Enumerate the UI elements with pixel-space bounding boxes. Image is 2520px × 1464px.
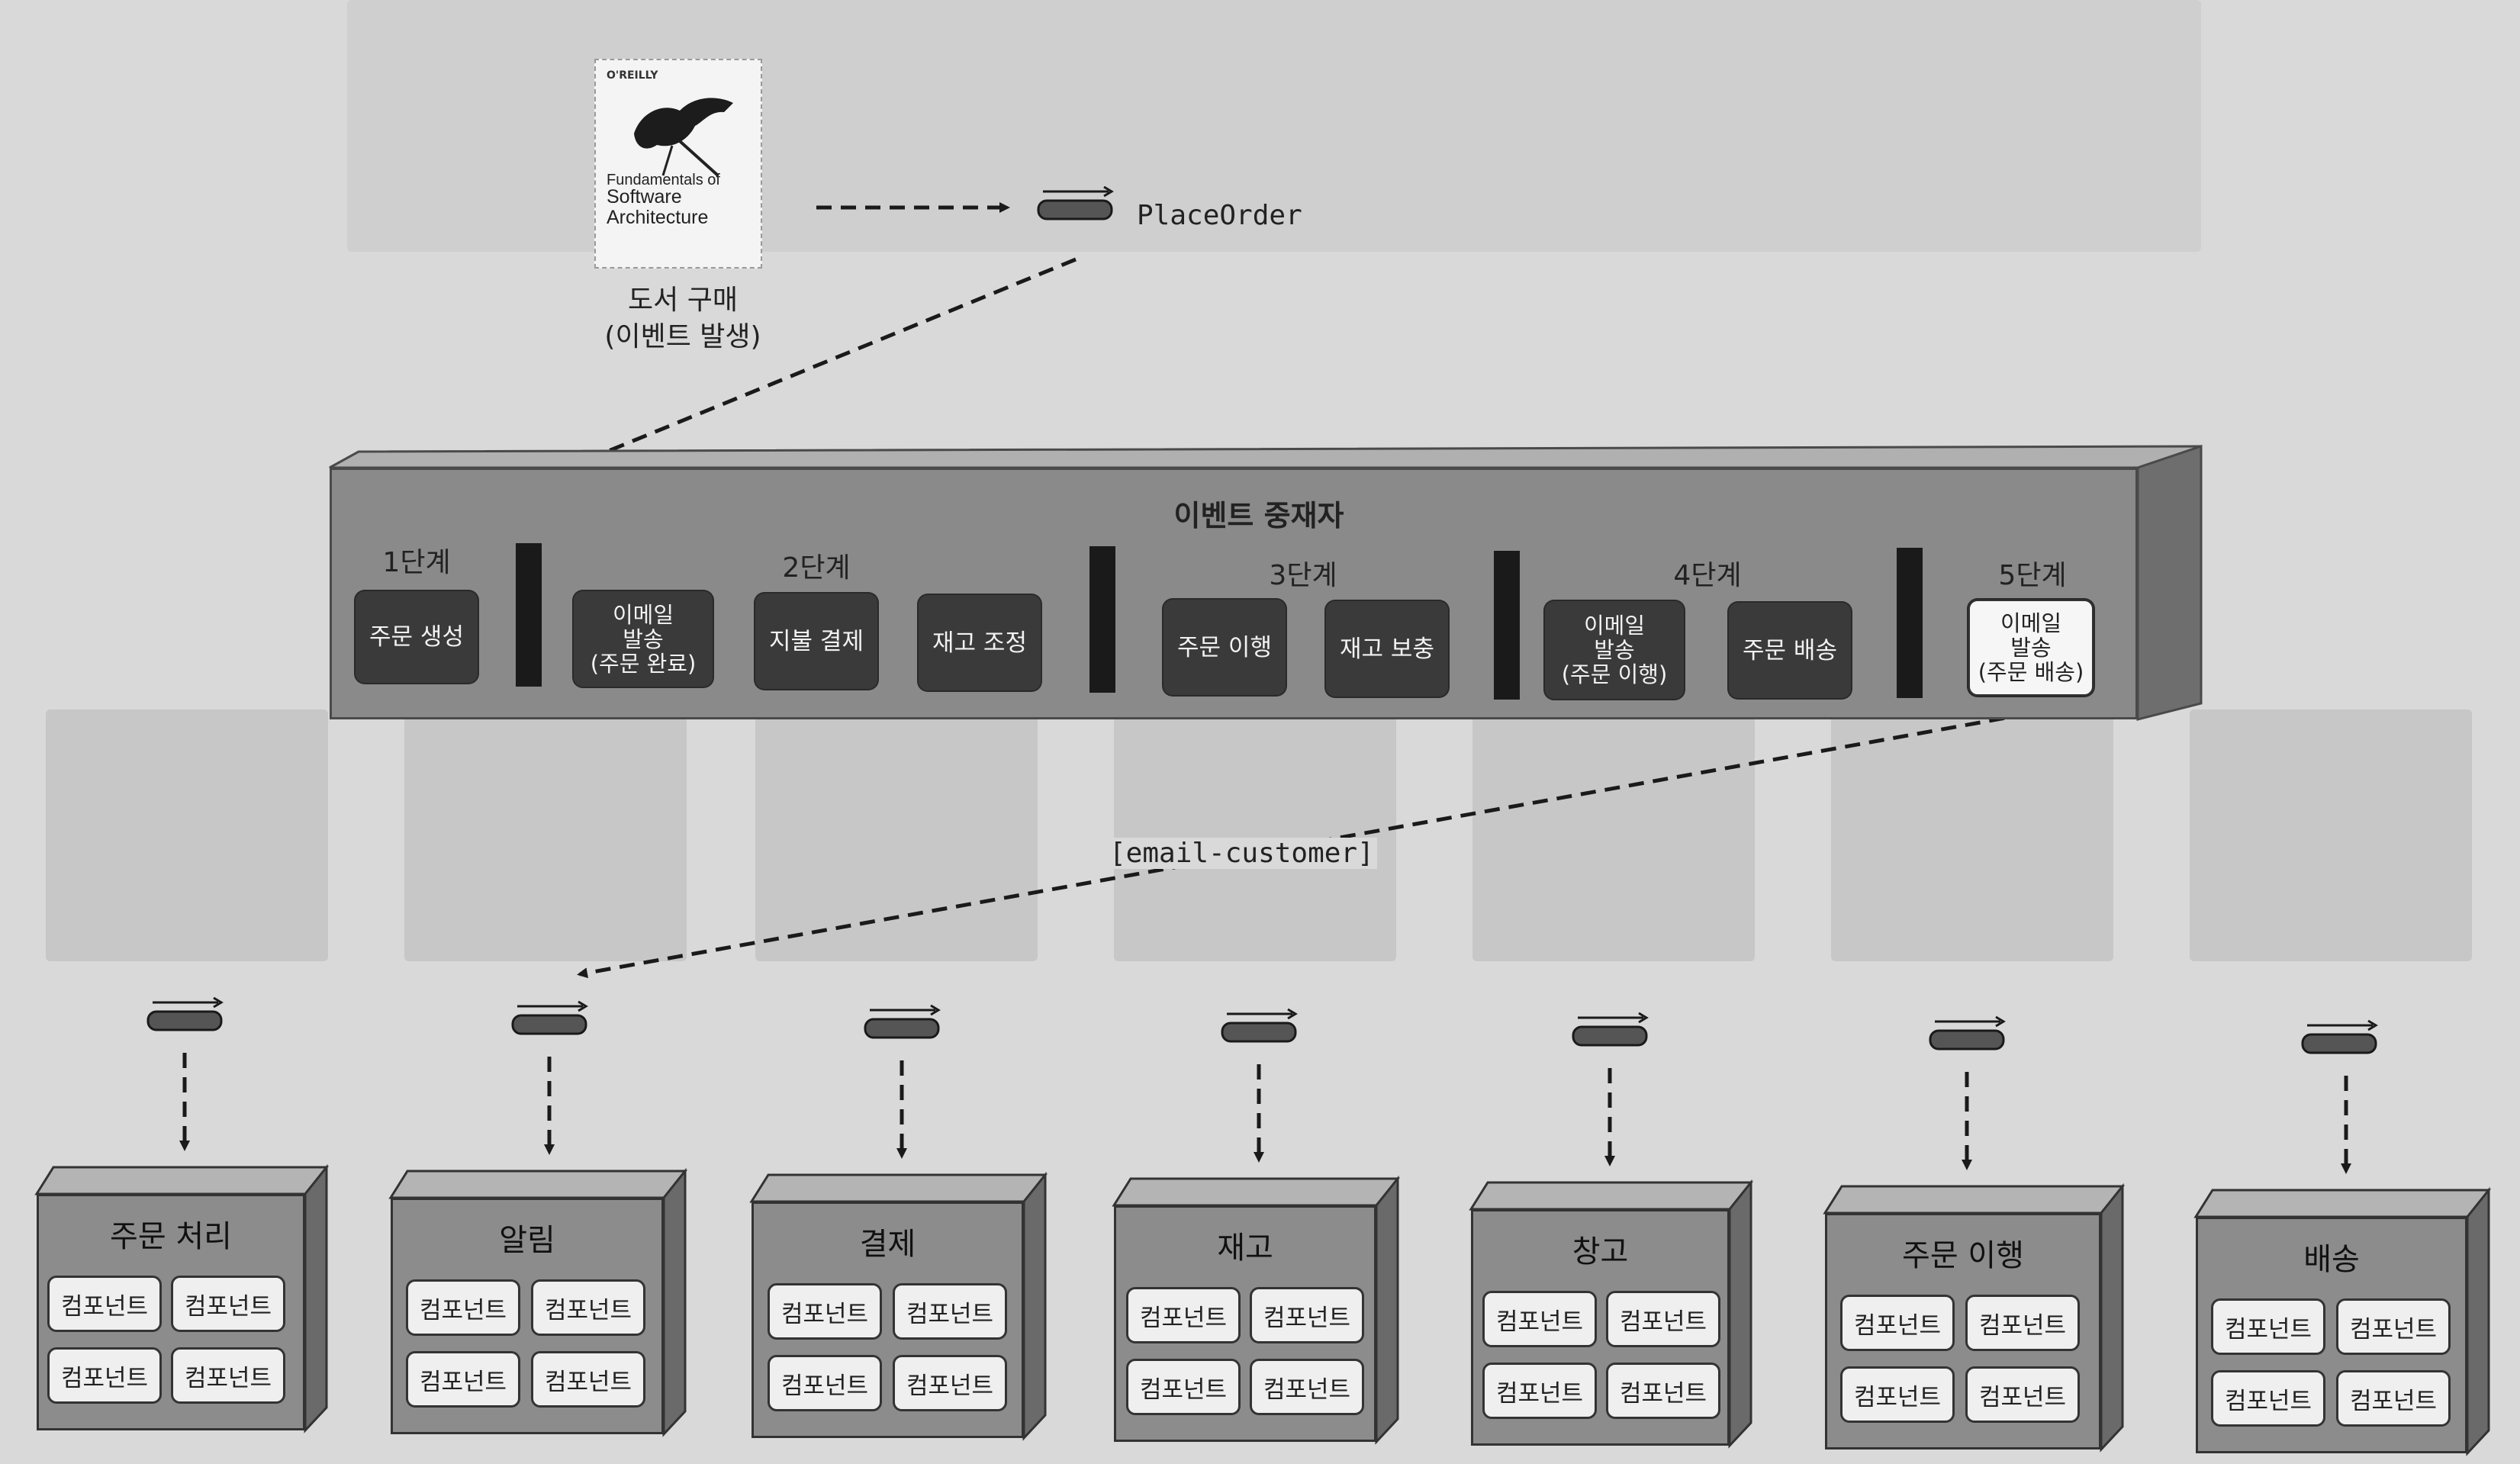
step-separator [1897,548,1923,698]
component-box: 컴포넌트 [893,1283,1007,1340]
book-title-line2: Software [607,186,682,208]
component-box: 컴포넌트 [768,1283,882,1340]
component-box: 컴포넌트 [1965,1295,2080,1351]
task-email-order-shipped: 이메일 발송 (주문 배송) [1968,600,2094,696]
step-separator [1089,546,1115,693]
component-box: 컴포넌트 [531,1279,645,1336]
queue-icon [511,1000,588,1035]
component-box: 컴포넌트 [768,1355,882,1411]
ghost-box [1831,709,2113,961]
queue-icon [1221,1008,1298,1043]
task-ship-order: 주문 배송 [1729,603,1851,698]
queue-icon [146,996,224,1031]
component-box: 컴포넌트 [171,1347,285,1404]
ghost-box [404,709,687,961]
service-title: 배송 [2303,1242,2360,1277]
task-adjust-inventory: 재고 조정 [919,595,1041,690]
component-box: 컴포넌트 [1840,1295,1955,1351]
step-1-label: 1단계 [382,547,451,578]
event-caption-line1: 도서 구매 [628,285,738,316]
component-box: 컴포넌트 [1840,1366,1955,1423]
ghost-box [755,709,1038,961]
component-box: 컴포넌트 [1482,1291,1597,1347]
task-create-order: 주문 생성 [356,591,478,683]
step-separator [516,543,542,687]
service-title: 주문 처리 [110,1219,232,1254]
component-box: 컴포넌트 [1250,1359,1364,1415]
component-box: 컴포넌트 [2211,1370,2325,1427]
component-box: 컴포넌트 [1250,1287,1364,1343]
component-box: 컴포넌트 [1126,1287,1241,1343]
event-caption-line2: (이벤트 발생) [604,321,761,352]
queue-icon [864,1004,941,1039]
ghost-box [1472,709,1755,961]
service-title: 결제 [859,1227,916,1262]
step-2-label: 2단계 [782,552,851,584]
component-box: 컴포넌트 [1126,1359,1241,1415]
ghost-box [46,709,328,961]
ghost-box [2190,709,2472,961]
queue-icon [2301,1019,2378,1054]
arrow-mediator-to-notification [577,707,2053,979]
service-title: 창고 [1572,1234,1629,1269]
component-box: 컴포넌트 [2336,1370,2451,1427]
component-box: 컴포넌트 [406,1351,520,1408]
component-box: 컴포넌트 [47,1276,162,1332]
step-4-label: 4단계 [1673,560,1742,591]
service-title: 재고 [1217,1231,1273,1266]
service-title: 주문 이행 [1902,1238,2024,1273]
book-title-line1: Fundamentals of [607,172,720,188]
task-email-order-complete: 이메일 발송 (주문 완료) [574,591,713,687]
animal-illustration [634,98,733,177]
component-box: 컴포넌트 [1606,1291,1720,1347]
task-payment: 지불 결제 [755,594,877,689]
queue-icon [1929,1015,2006,1051]
queue-icon [1572,1012,1649,1047]
component-box: 컴포넌트 [2336,1298,2451,1355]
component-box: 컴포넌트 [171,1276,285,1332]
email-customer-label: [email-customer] [1106,838,1377,869]
mediator-title: 이벤트 중재자 [1173,499,1344,533]
task-email-order-fulfilled: 이메일 발송 (주문 이행) [1545,601,1684,699]
step-3-label: 3단계 [1269,560,1337,591]
book-publisher: O'REILLY [607,69,658,82]
component-box: 컴포넌트 [2211,1298,2325,1355]
book-cover: O'REILLY Fundamentals of Software Archit… [594,59,762,269]
component-box: 컴포넌트 [1482,1363,1597,1419]
component-box: 컴포넌트 [406,1279,520,1336]
component-box: 컴포넌트 [1606,1363,1720,1419]
book-title-line3: Architecture [607,207,709,228]
step-separator [1494,551,1520,700]
component-box: 컴포넌트 [531,1351,645,1408]
component-box: 컴포넌트 [893,1355,1007,1411]
mediator-side-face [2136,444,2203,721]
component-box: 컴포넌트 [1965,1366,2080,1423]
component-box: 컴포넌트 [47,1347,162,1404]
placeorder-channel-icon [1037,185,1114,220]
service-title: 알림 [499,1223,555,1258]
task-fulfill-order: 주문 이행 [1163,600,1286,695]
placeorder-label: PlaceOrder [1137,200,1302,231]
step-5-label: 5단계 [1998,560,2067,591]
task-restock: 재고 보충 [1326,601,1448,697]
